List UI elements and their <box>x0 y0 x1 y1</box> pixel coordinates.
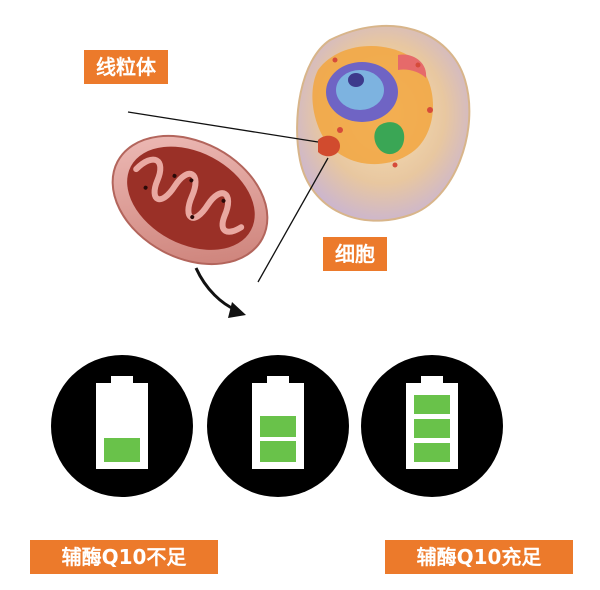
coq10-sufficient-label: 辅酶Q10充足 <box>385 540 573 574</box>
mitochondria-label: 线粒体 <box>84 50 168 84</box>
battery-low <box>51 355 193 497</box>
zoom-lines <box>127 111 329 283</box>
coq10-insufficient-label: 辅酶Q10不足 <box>30 540 218 574</box>
cell-illustration <box>296 25 471 222</box>
cell-label: 细胞 <box>323 237 387 271</box>
energy-arrow <box>194 267 246 318</box>
mitochondrion-illustration <box>111 134 269 266</box>
battery-medium <box>207 355 349 497</box>
battery-full <box>361 355 503 497</box>
